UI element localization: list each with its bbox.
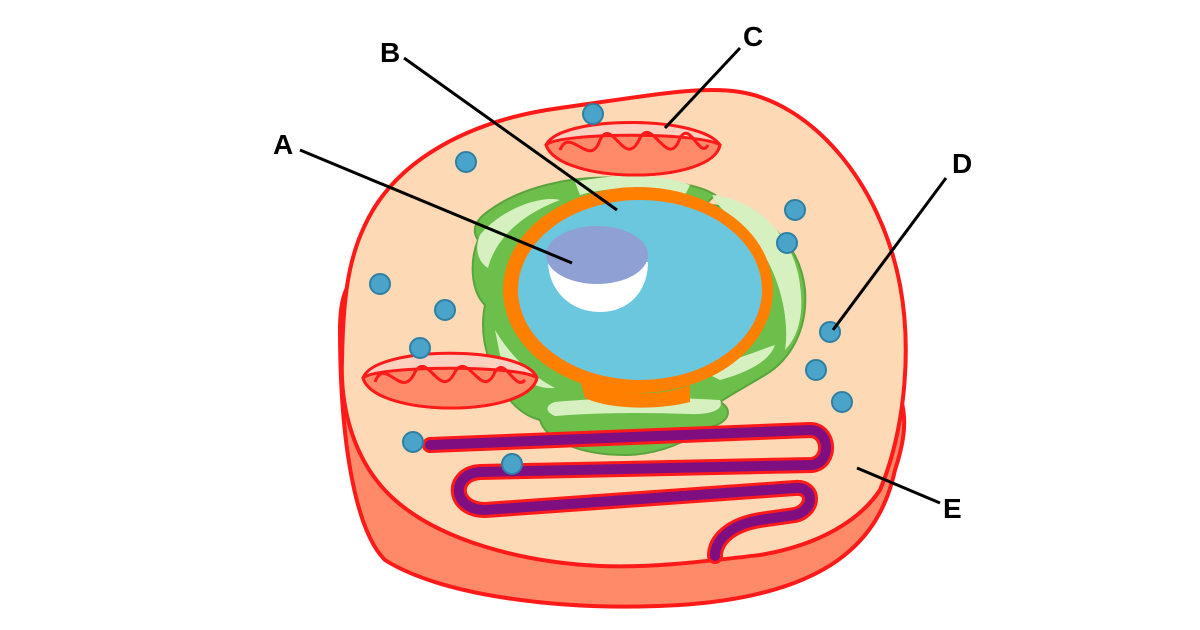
label-c: C <box>743 21 763 52</box>
mitochondrion-bottom <box>361 351 539 410</box>
ribosome <box>776 232 798 254</box>
ribosome <box>831 391 853 413</box>
label-c-leader <box>663 46 742 130</box>
label-e: E <box>943 493 962 524</box>
label-a: A <box>273 129 293 160</box>
label-a-leader <box>299 148 573 265</box>
ribosome <box>409 337 431 359</box>
ribosome <box>582 103 604 125</box>
label-d-leader <box>831 177 948 331</box>
ribosome <box>455 151 477 173</box>
ribosome <box>501 453 523 475</box>
ribosome <box>369 273 391 295</box>
ribosome <box>784 199 806 221</box>
microtubule-inner <box>425 425 831 561</box>
label-b-leader <box>403 56 618 212</box>
label-b: B <box>380 37 400 68</box>
nuclear-envelope-bottom <box>580 380 690 408</box>
mitochondrion-top <box>544 121 722 177</box>
ribosome <box>402 431 424 453</box>
label-d: D <box>952 148 972 179</box>
label-e-leader <box>856 466 941 505</box>
nucleolus <box>546 226 648 312</box>
ribosome <box>434 299 456 321</box>
ribosome <box>805 359 827 381</box>
ribosomes <box>369 103 853 475</box>
